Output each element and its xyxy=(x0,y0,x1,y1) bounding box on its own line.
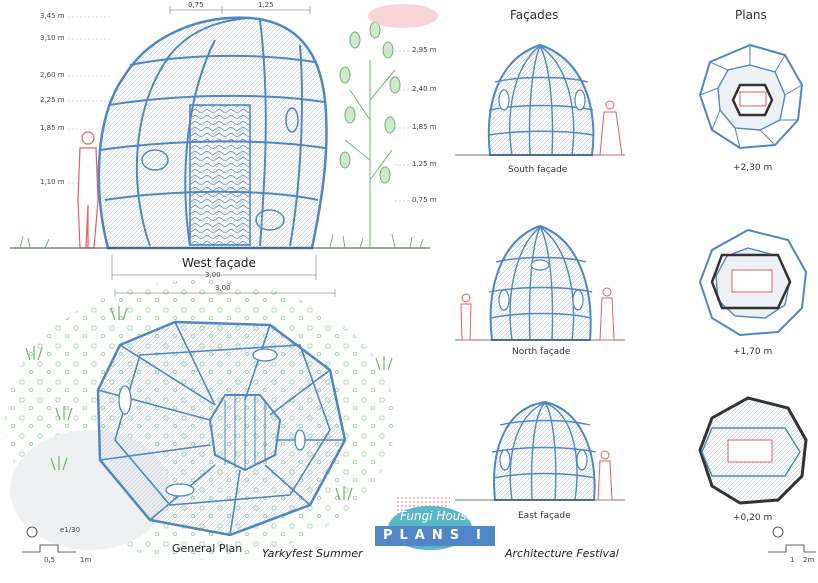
scale-label: 0,5 xyxy=(44,556,56,564)
level-label: 1,10 m xyxy=(40,178,65,186)
plans-header: Plans xyxy=(735,8,767,22)
level-label: 1,25 m xyxy=(412,160,437,168)
festival-left-text: Yarkyfest Summer xyxy=(262,547,363,560)
level-label: 3,10 m xyxy=(40,34,65,42)
level-label: 2,25 m xyxy=(40,96,65,104)
south-facade-label: South façade xyxy=(508,165,568,175)
scale-bar-left xyxy=(22,526,76,553)
plan-level-1-label: +2,30 m xyxy=(733,163,773,173)
west-facade-drawing xyxy=(10,4,438,280)
west-facade-title: West façade xyxy=(182,256,256,270)
north-facade-drawing xyxy=(455,224,625,341)
level-label: 0,75 m xyxy=(412,196,437,204)
south-facade-drawing xyxy=(455,43,625,156)
east-facade-drawing xyxy=(455,400,625,501)
plan-level-3-label: +0,20 m xyxy=(733,513,773,523)
general-plan-title: General Plan xyxy=(172,542,243,555)
scale-bar-right xyxy=(768,526,816,553)
east-facade-label: East façade xyxy=(518,511,571,521)
human-figure-west xyxy=(77,131,99,249)
project-title: Fungi House xyxy=(400,509,474,523)
scale-label: 1m xyxy=(80,556,92,564)
plans-number: I xyxy=(476,528,488,543)
scale-label: 2m xyxy=(803,556,815,564)
level-label: 1,85 m xyxy=(412,123,437,131)
level-label: 3,45 m xyxy=(40,12,65,20)
plans-banner: PLANS xyxy=(383,528,467,543)
level-label: 2,40 m xyxy=(412,85,437,93)
scale-label: 1 xyxy=(790,556,795,564)
scale-ratio: e1/30 xyxy=(60,526,81,534)
plan-level-2-drawing xyxy=(698,228,808,337)
general-plan-drawing xyxy=(5,280,395,560)
facades-header: Façades xyxy=(510,8,559,22)
level-label: 1,85 m xyxy=(40,124,65,132)
plan-level-2-label: +1,70 m xyxy=(733,347,773,357)
dimension-label: 1,25 xyxy=(258,1,274,9)
footer-logo-shapes xyxy=(375,497,495,550)
plan-level-3-drawing xyxy=(698,396,816,553)
plan-level-1-drawing xyxy=(698,43,804,150)
dimension-label: 0,75 xyxy=(188,1,204,9)
level-label: 2,60 m xyxy=(40,71,65,79)
west-facade-dimension: 3,00 xyxy=(205,271,221,279)
general-plan-dimension: 3,00 xyxy=(215,284,231,292)
level-label: 2,95 m xyxy=(412,46,437,54)
north-facade-label: North façade xyxy=(512,347,571,357)
tree-illustration xyxy=(339,21,401,248)
festival-right-text: Architecture Festival xyxy=(505,547,619,560)
